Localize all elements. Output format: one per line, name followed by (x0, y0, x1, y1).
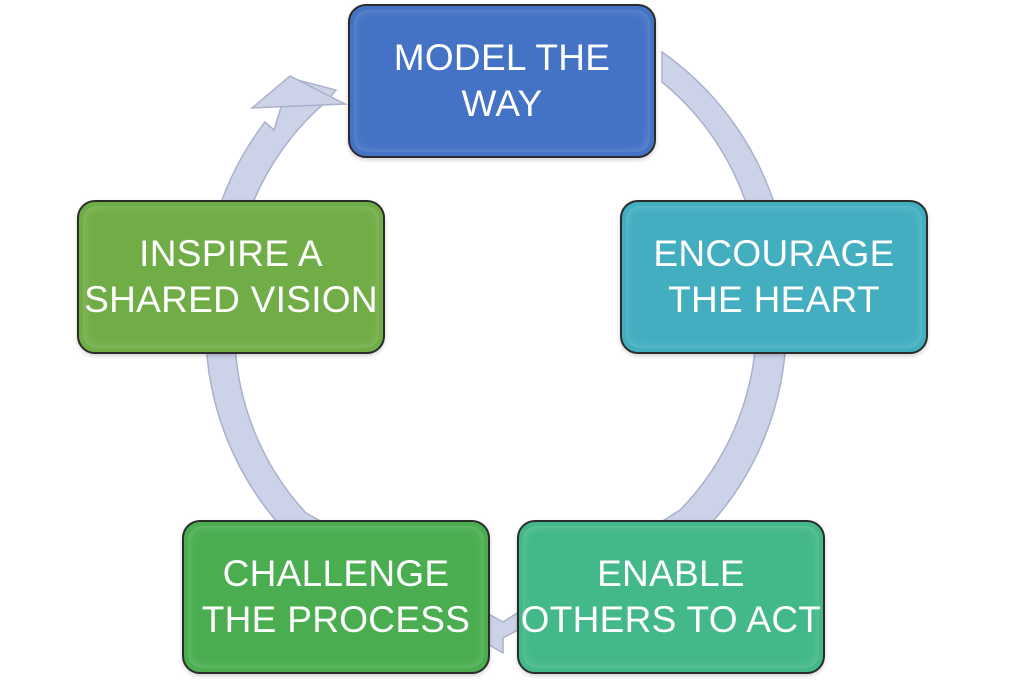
node-label-line: THE PROCESS (201, 599, 471, 640)
node-label-line: OTHERS TO ACT (520, 599, 822, 640)
node-encourage-the-heart: ENCOURAGE THE HEART (620, 200, 928, 354)
node-label-line: THE HEART (668, 279, 880, 320)
node-model-the-way: MODEL THE WAY (348, 4, 656, 158)
node-label-line: CHALLENGE (222, 553, 450, 594)
node-challenge-the-process: CHALLENGE THE PROCESS (182, 520, 490, 674)
node-enable-others-to-act: ENABLE OTHERS TO ACT (517, 520, 825, 674)
node-label-line: MODEL THE (393, 37, 611, 78)
cycle-arrowhead (249, 75, 348, 109)
cycle-arrow-band (202, 50, 790, 655)
node-label-line: INSPIRE A (139, 233, 323, 274)
node-label-line: WAY (461, 83, 543, 124)
node-label-line: SHARED VISION (84, 279, 378, 320)
node-inspire-a-shared-vision: INSPIRE A SHARED VISION (77, 200, 385, 354)
node-label-line: ENABLE (597, 553, 745, 594)
node-label-line: ENCOURAGE (653, 233, 895, 274)
